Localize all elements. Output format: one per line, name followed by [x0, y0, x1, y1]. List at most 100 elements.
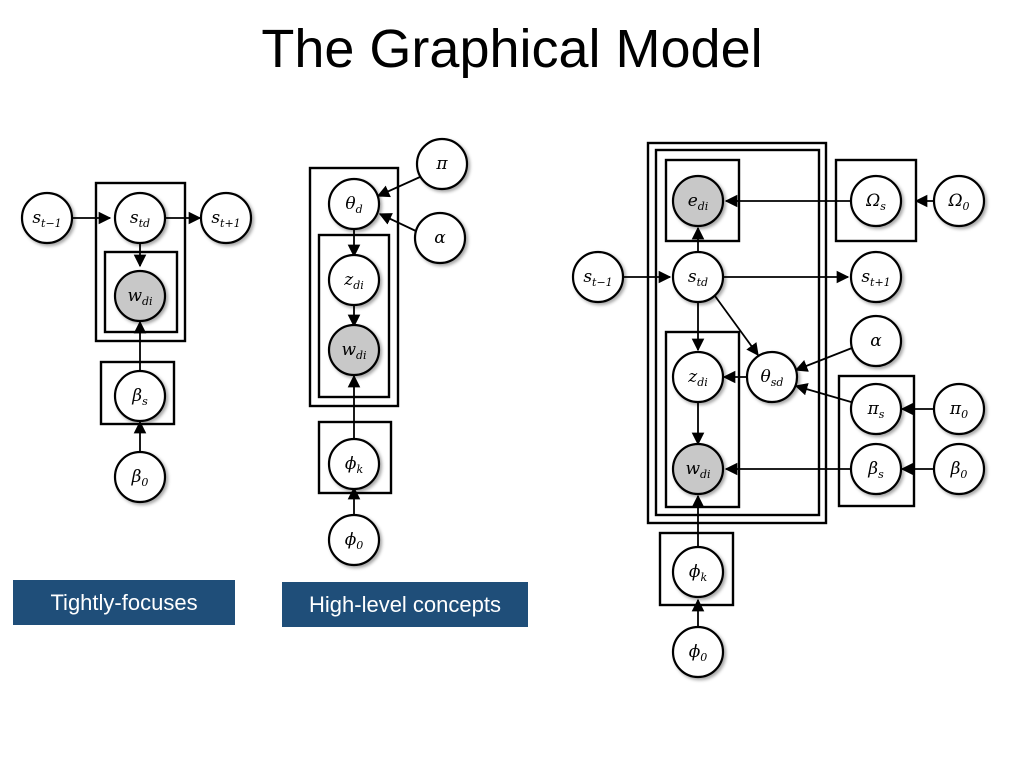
right-node-r-phk: ϕk [671, 545, 725, 599]
left-node-label: wdi [127, 286, 152, 308]
right-node-circle [671, 442, 725, 496]
label-tightly-focuses: Tightly-focuses [13, 580, 235, 625]
node-symbol: z [343, 270, 354, 290]
right-node-r-wdi: wdi [671, 442, 725, 496]
right-node-circle [849, 442, 903, 496]
middle-node-label: wdi [341, 340, 366, 362]
node-subscript: s [878, 468, 884, 481]
right-node-circle [849, 250, 903, 304]
node-subscript: s [880, 200, 886, 213]
edge-alpha-tsd [794, 347, 853, 372]
right-node-circle [932, 174, 986, 228]
middle-node-circle [415, 137, 469, 191]
node-subscript: di [353, 279, 364, 292]
right-node-circle [932, 382, 986, 436]
middle-node-circle [327, 437, 381, 491]
middle-node-label: π [435, 154, 448, 174]
left-node-l-b0: β0 [113, 450, 167, 504]
left-node-label: βs [131, 386, 148, 408]
node-symbol: s [583, 267, 592, 287]
left-diagram-edges [72, 211, 202, 452]
right-node-label: Ω0 [947, 191, 969, 213]
right-node-r-b0: β0 [932, 442, 986, 496]
right-node-r-stp: st+1 [849, 250, 903, 304]
left-node-label: β0 [131, 467, 149, 489]
node-symbol: s [211, 208, 220, 228]
node-symbol: s [861, 267, 870, 287]
label-high-level-concepts: High-level concepts [282, 582, 528, 627]
node-subscript: s [879, 408, 885, 421]
middle-node-label: θd [345, 194, 362, 216]
right-diagram-plates [646, 141, 918, 607]
left-node-label: std [130, 208, 150, 230]
right-node-label: π0 [949, 399, 968, 421]
node-symbol: s [32, 208, 41, 228]
node-symbol: α [870, 331, 882, 351]
right-node-r-o0: Ω0 [932, 174, 986, 228]
node-symbol: θ [761, 367, 771, 387]
node-symbol: Ω [947, 191, 962, 211]
right-node-circle [849, 174, 903, 228]
node-symbol: w [685, 459, 700, 479]
node-symbol: β [131, 386, 142, 406]
node-subscript: di [142, 295, 153, 308]
node-symbol: θ [345, 194, 355, 214]
node-subscript: 0 [963, 200, 970, 213]
node-subscript: t−1 [592, 276, 613, 289]
left-node-l-bs: βs [113, 369, 167, 423]
node-subscript: di [697, 376, 708, 389]
middle-node-m-zdi: zdi [327, 253, 381, 307]
right-node-label: ϕ0 [689, 642, 708, 664]
right-node-r-tsd: θsd [745, 350, 799, 404]
node-symbol: β [950, 459, 961, 479]
middle-node-circle [327, 177, 381, 231]
middle-diagram-edges [347, 176, 421, 515]
node-symbol: α [434, 228, 446, 248]
left-node-circle [113, 269, 167, 323]
right-node-circle [671, 174, 725, 228]
left-node-circle [113, 369, 167, 423]
right-node-r-std: std [671, 250, 725, 304]
node-subscript: t+1 [870, 276, 891, 289]
edge-std-tsd [714, 295, 759, 357]
node-subscript: td [139, 217, 150, 230]
node-subscript: di [700, 468, 711, 481]
left-node-label: st+1 [211, 208, 240, 230]
right-node-r-zdi: zdi [671, 350, 725, 404]
node-symbol: w [341, 340, 356, 360]
node-symbol: π [867, 399, 880, 419]
right-node-r-pis: πs [849, 382, 903, 436]
right-node-label: β0 [950, 459, 968, 481]
node-subscript: d [356, 203, 363, 216]
middle-node-m-phk: ϕk [327, 437, 381, 491]
right-node-r-st1: st−1 [571, 250, 625, 304]
node-symbol: π [435, 154, 448, 174]
node-subscript: sd [771, 376, 784, 389]
right-node-label: edi [688, 191, 709, 213]
right-node-circle [932, 442, 986, 496]
right-diagram-edges [624, 194, 936, 626]
right-pi-beta-plate [837, 374, 916, 508]
node-symbol: ϕ [345, 454, 357, 474]
node-subscript: di [698, 200, 709, 213]
right-node-r-pi0: π0 [932, 382, 986, 436]
node-subscript: 0 [961, 408, 968, 421]
node-symbol: ϕ [689, 562, 701, 582]
left-node-l-wdi: wdi [113, 269, 167, 323]
middle-node-circle [327, 253, 381, 307]
middle-node-label: α [434, 228, 446, 248]
right-node-label: Ωs [865, 191, 886, 213]
slide-title: The Graphical Model [261, 19, 763, 79]
right-node-r-bs: βs [849, 442, 903, 496]
node-subscript: t−1 [41, 217, 62, 230]
node-subscript: k [356, 463, 363, 476]
middle-node-m-al: α [413, 211, 467, 265]
middle-node-m-pi: π [415, 137, 469, 191]
node-subscript: k [700, 571, 707, 584]
node-symbol: s [688, 267, 697, 287]
right-node-label: st−1 [583, 267, 612, 289]
right-node-circle [671, 250, 725, 304]
right-node-circle [671, 545, 725, 599]
